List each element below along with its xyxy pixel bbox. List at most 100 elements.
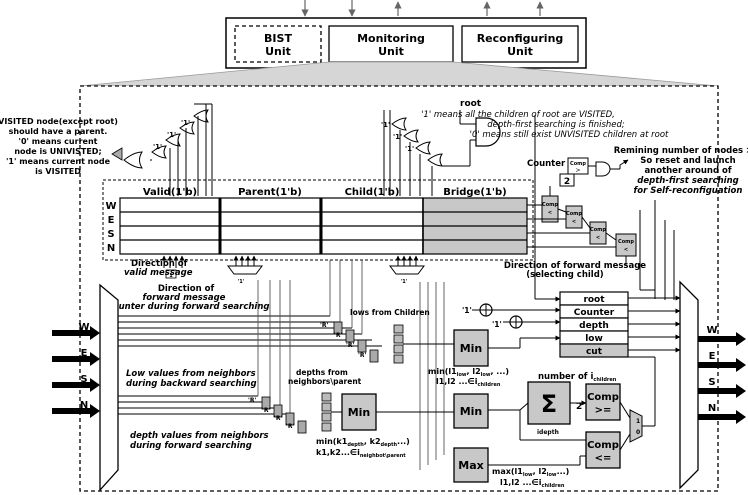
min-block-3	[453, 393, 489, 429]
reg-counter: Counter	[574, 308, 615, 318]
child-mux	[389, 265, 425, 275]
node-state-table	[119, 197, 528, 255]
column-bridge: Bridge(1'b)	[443, 187, 506, 198]
row-w: W	[105, 201, 116, 212]
comp-label: Comp	[590, 227, 606, 233]
root-and-gate	[475, 117, 501, 147]
one-label: '1'	[401, 279, 408, 285]
zoom-projection	[79, 61, 719, 87]
left-input-port-block	[99, 283, 119, 492]
row-s: S	[107, 229, 114, 240]
root-label: root	[460, 99, 482, 109]
r-label: 'R'	[286, 423, 294, 430]
mux-in-1: 1	[636, 418, 640, 425]
min-depth-label: Min	[348, 406, 371, 419]
note-line: '0' means current	[19, 137, 98, 146]
port-left-n: N	[80, 400, 88, 411]
note-line: forward message	[143, 293, 226, 303]
r-label: 'R'	[274, 415, 282, 422]
r-label: 'R'	[334, 332, 342, 339]
sum-sub: idepth	[537, 429, 559, 436]
depth-values-note: depth values from neighbors during forwa…	[130, 431, 269, 451]
note-line: Direction of forward message	[504, 261, 646, 271]
port-right-e: E	[709, 351, 716, 362]
remaining-note: Remining number of nodes >2, So reset an…	[614, 146, 748, 196]
comparator-labels: Comp < Comp < Comp < Comp <	[542, 202, 634, 253]
min-low-formula: min(l1low, l2low, ...)	[428, 367, 509, 378]
note-line: '1' means current node	[6, 157, 111, 166]
monitoring-label-2: Unit	[378, 45, 404, 58]
comp-gt-label-1: Comp	[570, 161, 586, 167]
one-label: '1'	[393, 133, 402, 141]
r-label: 'R'	[248, 397, 256, 404]
comp-label: Comp	[618, 239, 634, 245]
table-frame	[102, 179, 534, 261]
r-label: 'R'	[346, 342, 354, 349]
note-line: is VISITED	[35, 167, 81, 176]
min-k-formula: min(k1depth, k2depth...)	[316, 437, 410, 448]
counter-const: 2	[564, 177, 570, 187]
const-one-2: '1'	[492, 320, 502, 329]
bus-wires	[534, 115, 675, 300]
r-label: 'R'	[320, 322, 328, 329]
comp-label: <	[548, 210, 552, 216]
root-children-note: '1' means all the children of root are V…	[421, 110, 669, 140]
depths-from-2: neighbors\parent	[288, 377, 362, 386]
note-line: (selecting child)	[526, 270, 603, 280]
comp-label: Comp	[542, 202, 558, 208]
lows-from-children: lows from Children	[350, 308, 430, 317]
max-label: Max	[458, 459, 483, 472]
counter-const-box	[559, 173, 575, 187]
register-out-wires	[519, 295, 681, 353]
one-label: '1'	[405, 145, 414, 153]
note-line: during forward searching	[130, 441, 252, 451]
reconfiguring-label-2: Unit	[507, 45, 533, 58]
one-label: '1'	[381, 121, 390, 129]
valid-arrows	[161, 255, 419, 268]
bist-label-2: Unit	[265, 45, 291, 58]
port-left-e: E	[81, 348, 88, 359]
counter-label: Counter	[527, 159, 566, 169]
r-label: 'R'	[358, 352, 366, 359]
one-label: '1'	[153, 143, 162, 151]
direction-notes: Direction of valid message Direction of …	[107, 259, 647, 312]
min-low-formula-2: l1,l2 ...∈ichildren	[436, 377, 501, 388]
note-line: another around of	[644, 166, 731, 176]
note-line: depth-first searching	[637, 176, 738, 186]
reg-depth: depth	[579, 321, 609, 331]
comp-ge-block	[585, 383, 621, 421]
left-one-labels: '1' '1' '1'	[153, 119, 190, 151]
port-left-s: S	[80, 374, 87, 385]
column-child: Child(1'b)	[345, 187, 400, 198]
note-line: depth-first searching is finished;	[487, 120, 625, 130]
min-block-3-label: Min	[460, 405, 483, 418]
one-label: '1'	[168, 273, 175, 279]
note-line: Remining number of nodes >2,	[614, 146, 748, 156]
port-right-n: N	[708, 403, 716, 414]
r-mux-chain-depth	[261, 396, 307, 434]
note-line: for Self-reconfiguation	[634, 186, 743, 196]
sum-two: 2	[576, 402, 582, 412]
comp-ge-op: >=	[595, 405, 612, 416]
comp-label: Comp	[566, 211, 582, 217]
row-e: E	[108, 215, 115, 226]
depths-from-1: depths from	[296, 368, 348, 377]
left-or-chain	[123, 103, 213, 196]
note-line: '1' means all the children of root are V…	[421, 110, 615, 120]
one-label: '1'	[167, 131, 176, 139]
comp-le-label: Comp	[587, 440, 619, 451]
top-arrows	[301, 0, 544, 17]
right-or-chain	[383, 110, 443, 196]
low-values-note: Low values from neighbors during backwar…	[126, 369, 257, 389]
max-formula-2: l1,l2 ...∈ichildren	[500, 478, 565, 489]
max-formula: max(l1low, l2low...)	[492, 467, 569, 478]
const-one-1: '1'	[462, 306, 472, 315]
row-n: N	[107, 243, 115, 254]
comp-gt-label-2: >	[575, 167, 580, 174]
note-line: Direction of	[158, 284, 215, 294]
note-line: VISITED node(except root)	[0, 117, 118, 126]
note-line: should have a parent.	[9, 127, 108, 136]
r-label: 'R'	[262, 407, 270, 414]
one-label: '1'	[238, 279, 245, 285]
